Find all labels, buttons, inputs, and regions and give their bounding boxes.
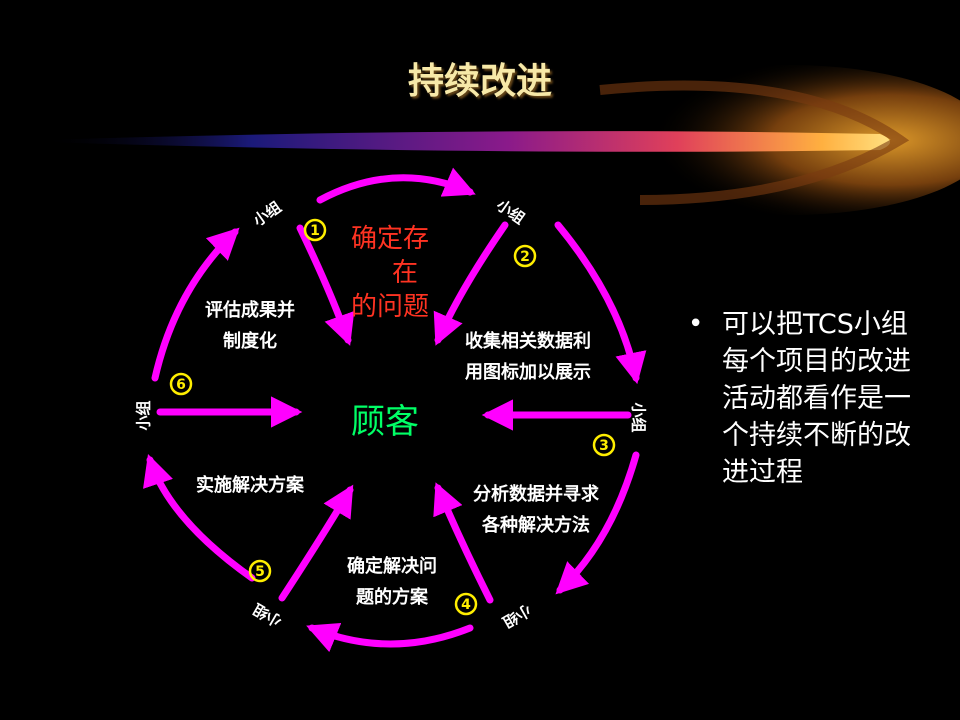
bullet-marker: •: [688, 309, 704, 339]
badge-6: [169, 372, 193, 396]
center-customer-label: 顾客: [351, 402, 419, 442]
step-2-label: 收集相关数据利 用图标加以展示: [438, 326, 618, 388]
cycle-arrow-1-2: [316, 167, 476, 204]
step-4-line2: 题的方案: [356, 587, 428, 608]
step-2-line2: 用图标加以展示: [465, 362, 591, 383]
badge-5-number: 5: [255, 564, 265, 580]
step-3-label: 分析数据并寻求 各种解决方法: [446, 479, 626, 541]
step-4-label: 确定解决问 题的方案: [322, 551, 462, 613]
badge-4-number: 4: [461, 597, 471, 613]
team-label-6: 小组: [134, 400, 153, 431]
step-6-line2: 制度化: [223, 331, 277, 352]
step-3-line1: 分析数据并寻求: [473, 484, 599, 505]
cycle-arrow-5-6: [143, 454, 256, 582]
spoke-arrow-5: [278, 484, 354, 602]
step-5-label: 实施解决方案: [165, 470, 335, 501]
cycle-arrow-2-3: [554, 221, 647, 385]
step-5-line1: 实施解决方案: [196, 475, 304, 496]
spoke-arrow-1: [296, 224, 355, 346]
step-1-line1: 确定存: [350, 224, 429, 254]
step-2-line1: 收集相关数据利: [465, 331, 591, 352]
step-6-label: 评估成果并 制度化: [180, 295, 320, 357]
badge-1: [303, 218, 327, 242]
badge-3: [592, 433, 616, 457]
badge-3-number: 3: [599, 438, 609, 454]
step-4-line1: 确定解决问: [347, 556, 437, 577]
badge-2-number: 2: [520, 249, 530, 265]
badge-1-number: 1: [310, 223, 320, 239]
step-1-label: 确定存 在 的问题: [335, 222, 445, 324]
step-1-line3: 的问题: [350, 292, 429, 322]
cycle-arrow-6-1: [151, 227, 240, 382]
badge-5: [248, 559, 272, 583]
cycle-arrow-3-4: [555, 451, 640, 595]
step-1-line2: 在: [391, 258, 418, 288]
spoke-arrow-2: [433, 221, 509, 346]
bullet-text: 可以把TCS小组每个项目的改进活动都看作是一个持续不断的改进过程: [722, 309, 911, 488]
slide-title: 持续改进: [407, 61, 552, 102]
badge-6-number: 6: [176, 377, 186, 393]
badge-2: [513, 244, 537, 268]
step-3-line2: 各种解决方法: [482, 515, 590, 536]
spoke-arrow-4: [433, 482, 494, 604]
badge-4: [454, 592, 478, 616]
cycle-arrow-4-5: [306, 622, 474, 653]
team-label-3: 小组: [629, 402, 648, 433]
step-6-line1: 评估成果并: [205, 300, 295, 321]
